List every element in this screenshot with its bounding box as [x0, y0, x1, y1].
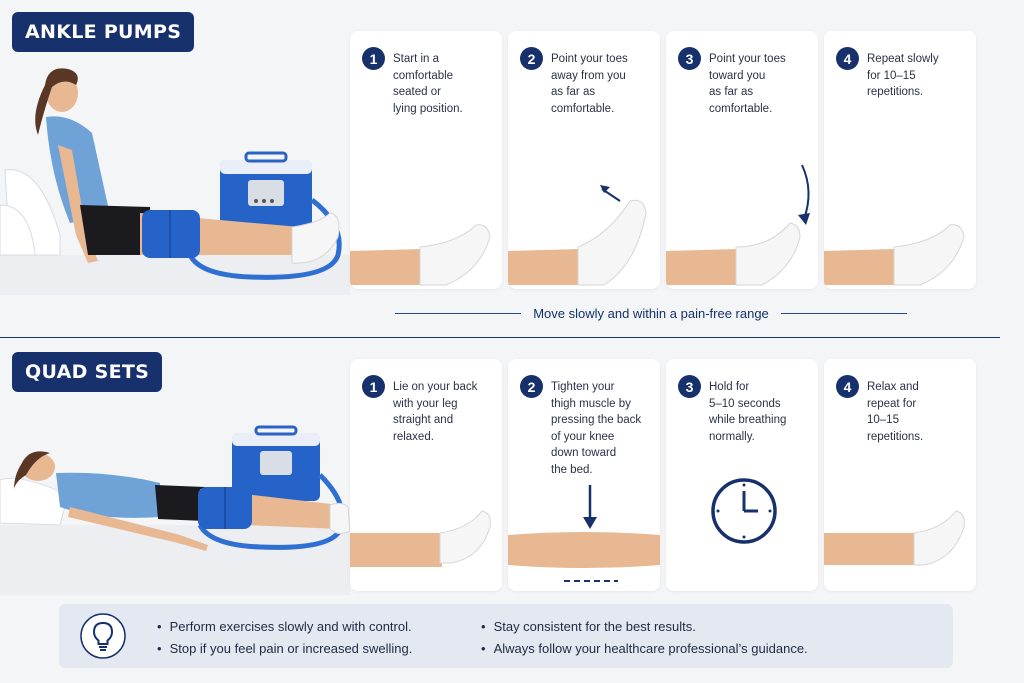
step-number-badge: 3: [678, 375, 701, 398]
section-title-ankle-pumps: ANKLE PUMPS: [12, 12, 195, 52]
step-instruction: Lie on your back with your leg straight …: [393, 381, 478, 443]
quad-sets-step-card: 1 Lie on your back with your leg straigh…: [350, 359, 502, 591]
step-number-badge: 2: [520, 375, 543, 398]
step-number-badge: 1: [362, 47, 385, 70]
ankle-pumps-step-card: 3 Point your toes toward you as far as c…: [666, 31, 818, 289]
step-number-badge: 1: [362, 375, 385, 398]
ankle-pumps-step-card: 4 Repeat slowly for 10–15 repetitions.: [824, 31, 976, 289]
step-number-badge: 4: [836, 47, 859, 70]
step-number-badge: 3: [678, 47, 701, 70]
tips-list-left: Perform exercises slowly and with contro…: [157, 616, 413, 660]
toes-pointed-away-illustration: [508, 185, 647, 286]
quad-sets-step-card: 2 Tighten your thigh muscle by pressing …: [508, 359, 660, 591]
relaxed-foot-illustration: [824, 224, 965, 286]
step-instruction: Hold for 5–10 seconds while breathing no…: [709, 381, 787, 443]
step-instruction: Tighten your thigh muscle by pressing th…: [551, 381, 642, 476]
knee-press-illustration: [508, 485, 660, 582]
tip-item: Always follow your healthcare profession…: [481, 638, 808, 660]
step-instruction: Point your toes away from you as far as …: [551, 53, 628, 115]
pain-free-range-note: Move slowly and within a pain-free range: [395, 304, 908, 322]
divider-line: [780, 312, 908, 314]
clock-icon: [711, 478, 777, 544]
relaxed-foot-illustration: [350, 224, 491, 286]
curved-arrow-icon: [801, 164, 810, 220]
step-instruction: Relax and repeat for 10–15 repetitions.: [867, 381, 924, 443]
note-text: Move slowly and within a pain-free range: [533, 305, 769, 321]
quad-sets-hero-illustration: [0, 425, 350, 595]
step-number-badge: 2: [520, 47, 543, 70]
quad-sets-step-card: 3 Hold for 5–10 seconds while breathing …: [666, 359, 818, 591]
cold-therapy-device: [232, 425, 320, 501]
divider-line: [395, 312, 522, 314]
ankle-pumps-hero-illustration: [0, 68, 350, 295]
relaxed-leg-illustration: [824, 510, 965, 566]
lightbulb-icon: [80, 613, 126, 659]
section-divider: [0, 337, 1000, 338]
ankle-pumps-step-card: 2 Point your toes away from you as far a…: [508, 31, 660, 289]
cold-therapy-device: [220, 151, 312, 235]
step-number-badge: 4: [836, 375, 859, 398]
tip-item: Stop if you feel pain or increased swell…: [157, 638, 413, 660]
tip-item: Stay consistent for the best results.: [481, 616, 808, 638]
section-title-quad-sets: QUAD SETS: [12, 352, 163, 392]
quad-sets-step-card: 4 Relax and repeat for 10–15 repetitions…: [824, 359, 976, 591]
toes-pointed-toward-illustration: [666, 164, 810, 286]
tip-item: Perform exercises slowly and with contro…: [157, 616, 412, 638]
relaxed-leg-illustration: [350, 510, 491, 567]
tips-panel: Perform exercises slowly and with contro…: [59, 604, 953, 668]
step-instruction: Start in a comfortable seated or lying p…: [393, 53, 463, 115]
step-instruction: Repeat slowly for 10–15 repetitions.: [867, 53, 939, 98]
ankle-pumps-step-card: 1 Start in a comfortable seated or lying…: [350, 31, 502, 289]
step-instruction: Point your toes toward you as far as com…: [709, 53, 786, 115]
tips-list-right: Stay consistent for the best results. Al…: [481, 616, 808, 660]
